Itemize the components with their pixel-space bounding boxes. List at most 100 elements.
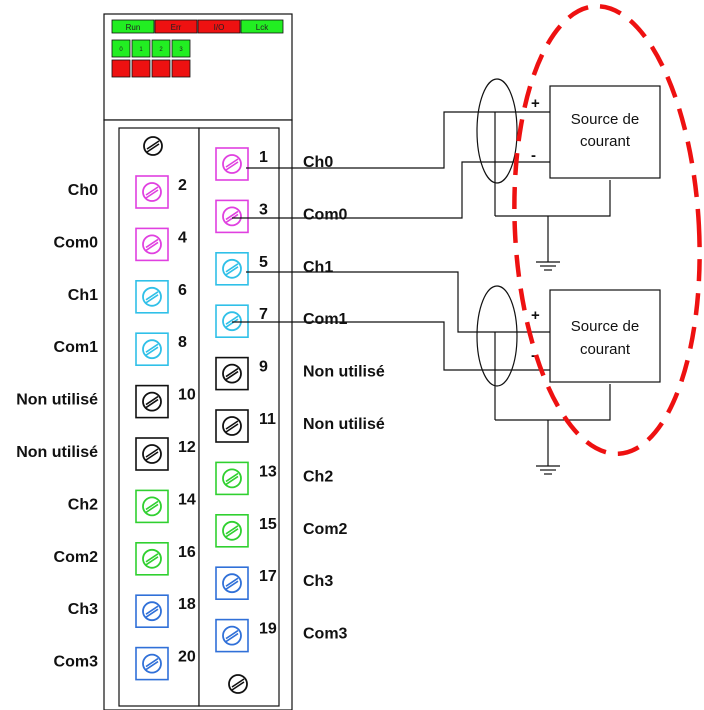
channel-led-fault-1 xyxy=(131,59,151,78)
status-led-lck: Lck xyxy=(240,19,284,34)
channel-led-label: 2 xyxy=(159,47,163,53)
terminal-number: 7 xyxy=(259,306,268,323)
left-terminal-6[interactable]: 6 Ch1 xyxy=(68,279,187,314)
channel-led-grid: 0 1 2 3 xyxy=(111,39,191,78)
channel-led-label: 0 xyxy=(119,47,123,53)
terminal-label: Ch1 xyxy=(68,287,98,304)
left-terminal-16[interactable]: 16 Com2 xyxy=(54,541,196,576)
source-2-line1: Source de xyxy=(571,318,639,335)
terminal-label: Com2 xyxy=(303,521,348,538)
terminal-number: 9 xyxy=(259,359,268,376)
right-terminal-9[interactable]: 9 Non utilisé xyxy=(215,356,385,391)
terminal-label: Non utilisé xyxy=(16,392,98,409)
terminal-label: Ch0 xyxy=(68,182,98,199)
terminal-number: 3 xyxy=(259,201,268,218)
left-terminal-12[interactable]: 12 Non utilisé xyxy=(16,437,196,471)
right-terminal-1[interactable]: 1 Ch0 xyxy=(215,147,333,181)
terminal-number: 16 xyxy=(178,544,196,561)
right-terminal-19[interactable]: 19 Com3 xyxy=(215,618,348,653)
terminal-number: 19 xyxy=(259,621,277,638)
channel-led-label: 1 xyxy=(139,47,143,53)
terminal-number: 13 xyxy=(259,463,277,480)
terminal-number: 4 xyxy=(178,229,187,246)
current-source-2 xyxy=(549,289,661,383)
mounting-screw-top xyxy=(143,136,163,156)
right-terminal-17[interactable]: 17 Ch3 xyxy=(215,566,333,601)
channel-led-ok-3: 3 xyxy=(171,39,191,58)
status-led-io: I/O xyxy=(197,19,241,34)
source-1-plus: + xyxy=(531,95,540,112)
left-terminal-2[interactable]: 2 Ch0 xyxy=(68,175,187,209)
source-1-minus: - xyxy=(531,147,536,164)
terminal-label: Com3 xyxy=(54,654,99,671)
right-terminal-15[interactable]: 15 Com2 xyxy=(215,513,348,548)
left-terminal-18[interactable]: 18 Ch3 xyxy=(68,594,196,629)
source-1-line2: courant xyxy=(580,133,631,150)
terminal-label: Ch2 xyxy=(303,468,333,485)
source-2-minus: - xyxy=(531,347,536,364)
terminal-label: Com0 xyxy=(303,206,348,223)
terminal-number: 6 xyxy=(178,282,187,299)
terminal-number: 12 xyxy=(178,439,196,456)
status-led-label: Run xyxy=(126,23,141,32)
right-terminal-13[interactable]: 13 Ch2 xyxy=(215,461,333,496)
terminal-number: 15 xyxy=(259,516,277,533)
status-led-label: Lck xyxy=(256,23,269,32)
terminal-number: 1 xyxy=(259,149,268,166)
channel-led-label: 3 xyxy=(179,47,183,53)
right-terminal-5[interactable]: 5 Ch1 xyxy=(215,252,333,286)
terminal-number: 11 xyxy=(259,411,276,428)
terminal-label: Com3 xyxy=(303,626,348,643)
source-2-plus: + xyxy=(531,307,540,324)
left-terminal-14[interactable]: 14 Ch2 xyxy=(68,489,196,524)
terminal-label: Non utilisé xyxy=(303,364,385,381)
terminal-label: Ch3 xyxy=(303,573,333,590)
terminal-number: 8 xyxy=(178,334,187,351)
status-led-err: Err xyxy=(154,19,198,34)
terminal-label: Ch0 xyxy=(303,154,333,171)
terminal-number: 14 xyxy=(178,491,196,508)
wiring-source-2 xyxy=(232,271,611,475)
mounting-screw-bottom xyxy=(228,674,248,694)
terminal-label: Com0 xyxy=(54,234,99,251)
channel-led-ok-0: 0 xyxy=(111,39,131,58)
left-terminal-20[interactable]: 20 Com3 xyxy=(54,646,196,681)
right-terminal-11[interactable]: 11 Non utilisé xyxy=(215,409,385,443)
status-led-bar: Run Err I/O Lck xyxy=(111,19,284,34)
terminal-number: 5 xyxy=(259,254,268,271)
channel-led-ok-2: 2 xyxy=(151,39,171,58)
terminal-number: 17 xyxy=(259,568,277,585)
terminal-label: Ch1 xyxy=(303,259,333,276)
terminal-label: Ch2 xyxy=(68,496,98,513)
terminal-label: Non utilisé xyxy=(303,416,385,433)
channel-led-ok-1: 1 xyxy=(131,39,151,58)
right-terminal-3[interactable]: 3 Com0 xyxy=(215,199,348,234)
terminal-label: Com1 xyxy=(303,311,348,328)
terminal-label: Non utilisé xyxy=(16,444,98,461)
right-terminal-7[interactable]: 7 Com1 xyxy=(215,304,348,339)
highlight-dashed-ellipse xyxy=(512,4,702,456)
channel-led-fault-0 xyxy=(111,59,131,78)
status-led-label: I/O xyxy=(214,23,225,32)
terminal-label: Com2 xyxy=(54,549,99,566)
status-led-run: Run xyxy=(111,19,155,34)
channel-led-fault-3 xyxy=(171,59,191,78)
terminal-number: 20 xyxy=(178,649,196,666)
terminal-label: Ch3 xyxy=(68,601,98,618)
left-terminal-8[interactable]: 8 Com1 xyxy=(54,332,187,367)
terminal-label: Com1 xyxy=(54,339,99,356)
status-led-label: Err xyxy=(171,23,182,32)
terminal-number: 10 xyxy=(178,387,196,404)
source-1-line1: Source de xyxy=(571,111,639,128)
current-source-1 xyxy=(549,85,661,179)
source-2-line2: courant xyxy=(580,341,631,358)
channel-led-fault-2 xyxy=(151,59,171,78)
terminal-number: 2 xyxy=(178,177,187,194)
left-terminal-4[interactable]: 4 Com0 xyxy=(54,227,187,262)
terminal-number: 18 xyxy=(178,596,196,613)
left-terminal-10[interactable]: 10 Non utilisé xyxy=(16,384,196,419)
wiring-source-1 xyxy=(232,78,611,271)
